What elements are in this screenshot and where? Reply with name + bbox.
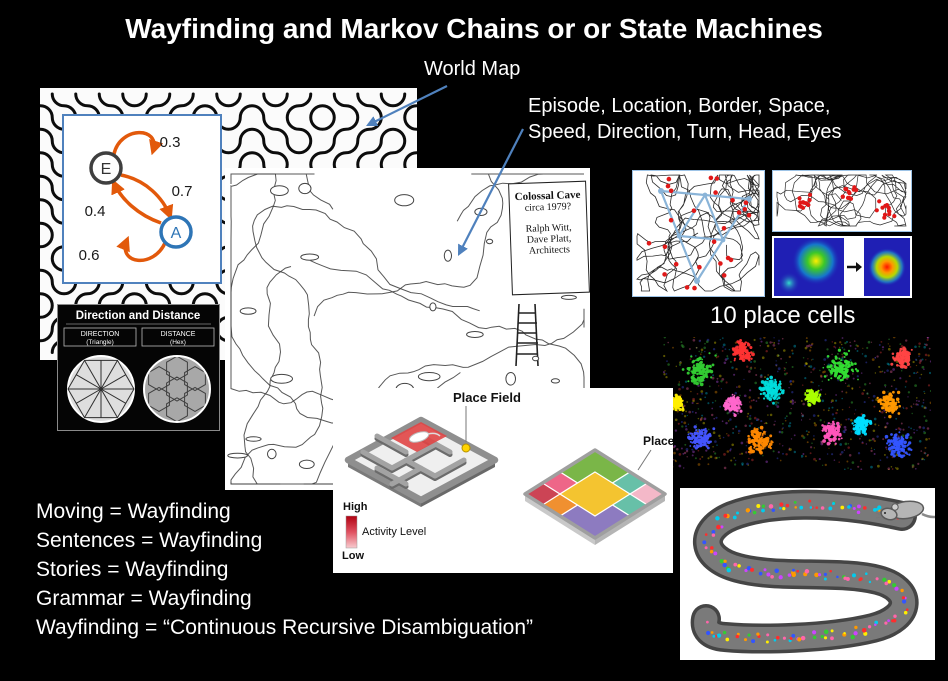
s-track-drawing [690,489,945,654]
transition-e-to-a [120,173,174,221]
equation-line-3: Stories = Wayfinding [36,558,229,581]
place-field-figure: Place Field High Activity Level Low [333,388,675,573]
trajectory-scribble [776,174,907,227]
position-dots [702,499,909,644]
state-node-e-label: E [101,161,112,178]
prob-a-self: 0.6 [79,247,100,264]
transition-a-self [116,235,167,262]
legend-title: Activity Level [362,526,426,538]
rate-heatmap-1 [774,238,844,296]
direction-column-title: DIRECTION [81,331,120,338]
episode-line-2: Speed, Direction, Turn, Head, Eyes [528,121,842,143]
trajectory-scribble [636,174,760,293]
world-map-label: World Map [424,58,521,80]
place-cell-scatter-panel [772,170,912,232]
cave-sign-line-5: Architects [528,244,571,257]
markov-drawing: E A 0.3 0.7 0.4 0.6 [79,130,193,264]
state-node-a [159,215,193,249]
s-track-figure [680,488,945,660]
direction-distance-title: Direction and Distance [76,310,201,322]
trajectory-drawing [636,174,760,293]
legend-high: High [343,501,368,513]
mesh-nodes [658,188,752,284]
place-cell-image-left [662,336,797,470]
rate-heatmap-2 [864,238,910,296]
red-cluster-dots [797,185,897,220]
cave-sign: Colossal Cave circa 1979? Ralph Witt, Da… [508,180,590,296]
legend-gradient [345,515,358,549]
place-field-label: Place Field [453,390,521,405]
right-arrow-icon [847,262,862,272]
distance-circle [143,355,211,423]
equation-line-2: Sentences = Wayfinding [36,529,263,552]
direction-circle [67,355,135,423]
place-cell-image-right [800,335,933,471]
field-blobs [804,346,913,459]
red-spike-dots [646,175,752,291]
state-node-a-label: A [171,225,182,242]
wayfinding-equations: Moving = Wayfinding Sentences = Wayfindi… [36,497,533,642]
trajectory-plot [632,170,765,297]
legend-low: Low [342,550,364,562]
transition-e-self [112,130,164,156]
slide-title: Wayfinding and Markov Chains or or State… [125,13,823,44]
prob-e-to-a: 0.7 [172,183,193,200]
place-cell-scatter-right [800,335,933,471]
maze-3d [344,406,499,507]
place-cell-scatter-left [662,336,797,470]
direction-distance-panel: Direction and Distance DIRECTION (Triang… [57,304,220,431]
activity-legend: High Activity Level Low [342,501,426,562]
equation-line-5: Wayfinding = “Continuous Recursive Disam… [36,616,534,639]
distance-column-subtitle: (Hex) [170,339,186,346]
episode-line-1: Episode, Location, Border, Space, [528,95,831,117]
episode-label: Episode, Location, Border, Space, Speed,… [528,93,842,145]
place-room [523,448,667,545]
equation-line-1: Moving = Wayfinding [36,500,231,523]
place-field-drawing: Place Field High Activity Level Low [342,390,675,562]
direction-distance-drawing: Direction and Distance DIRECTION (Triang… [63,310,215,423]
transition-a-to-e [111,178,162,225]
field-blobs [665,338,785,455]
equation-line-4: Grammar = Wayfinding [36,587,252,610]
distance-column-title: DISTANCE [161,331,196,338]
scatter-drawing [776,174,907,227]
prob-e-self: 0.3 [160,134,181,151]
prob-a-to-e: 0.4 [85,203,106,220]
direction-column-subtitle: (Triangle) [86,339,114,346]
rate-map-row [772,236,912,298]
markov-chain-diagram: E A 0.3 0.7 0.4 0.6 [62,114,222,284]
place-field-dot [461,443,471,453]
track-corridor [694,493,916,650]
place-label: Place [643,434,673,448]
cave-ladder [515,303,539,367]
place-cells-label: 10 place cells [710,302,856,329]
state-node-e [89,151,123,185]
